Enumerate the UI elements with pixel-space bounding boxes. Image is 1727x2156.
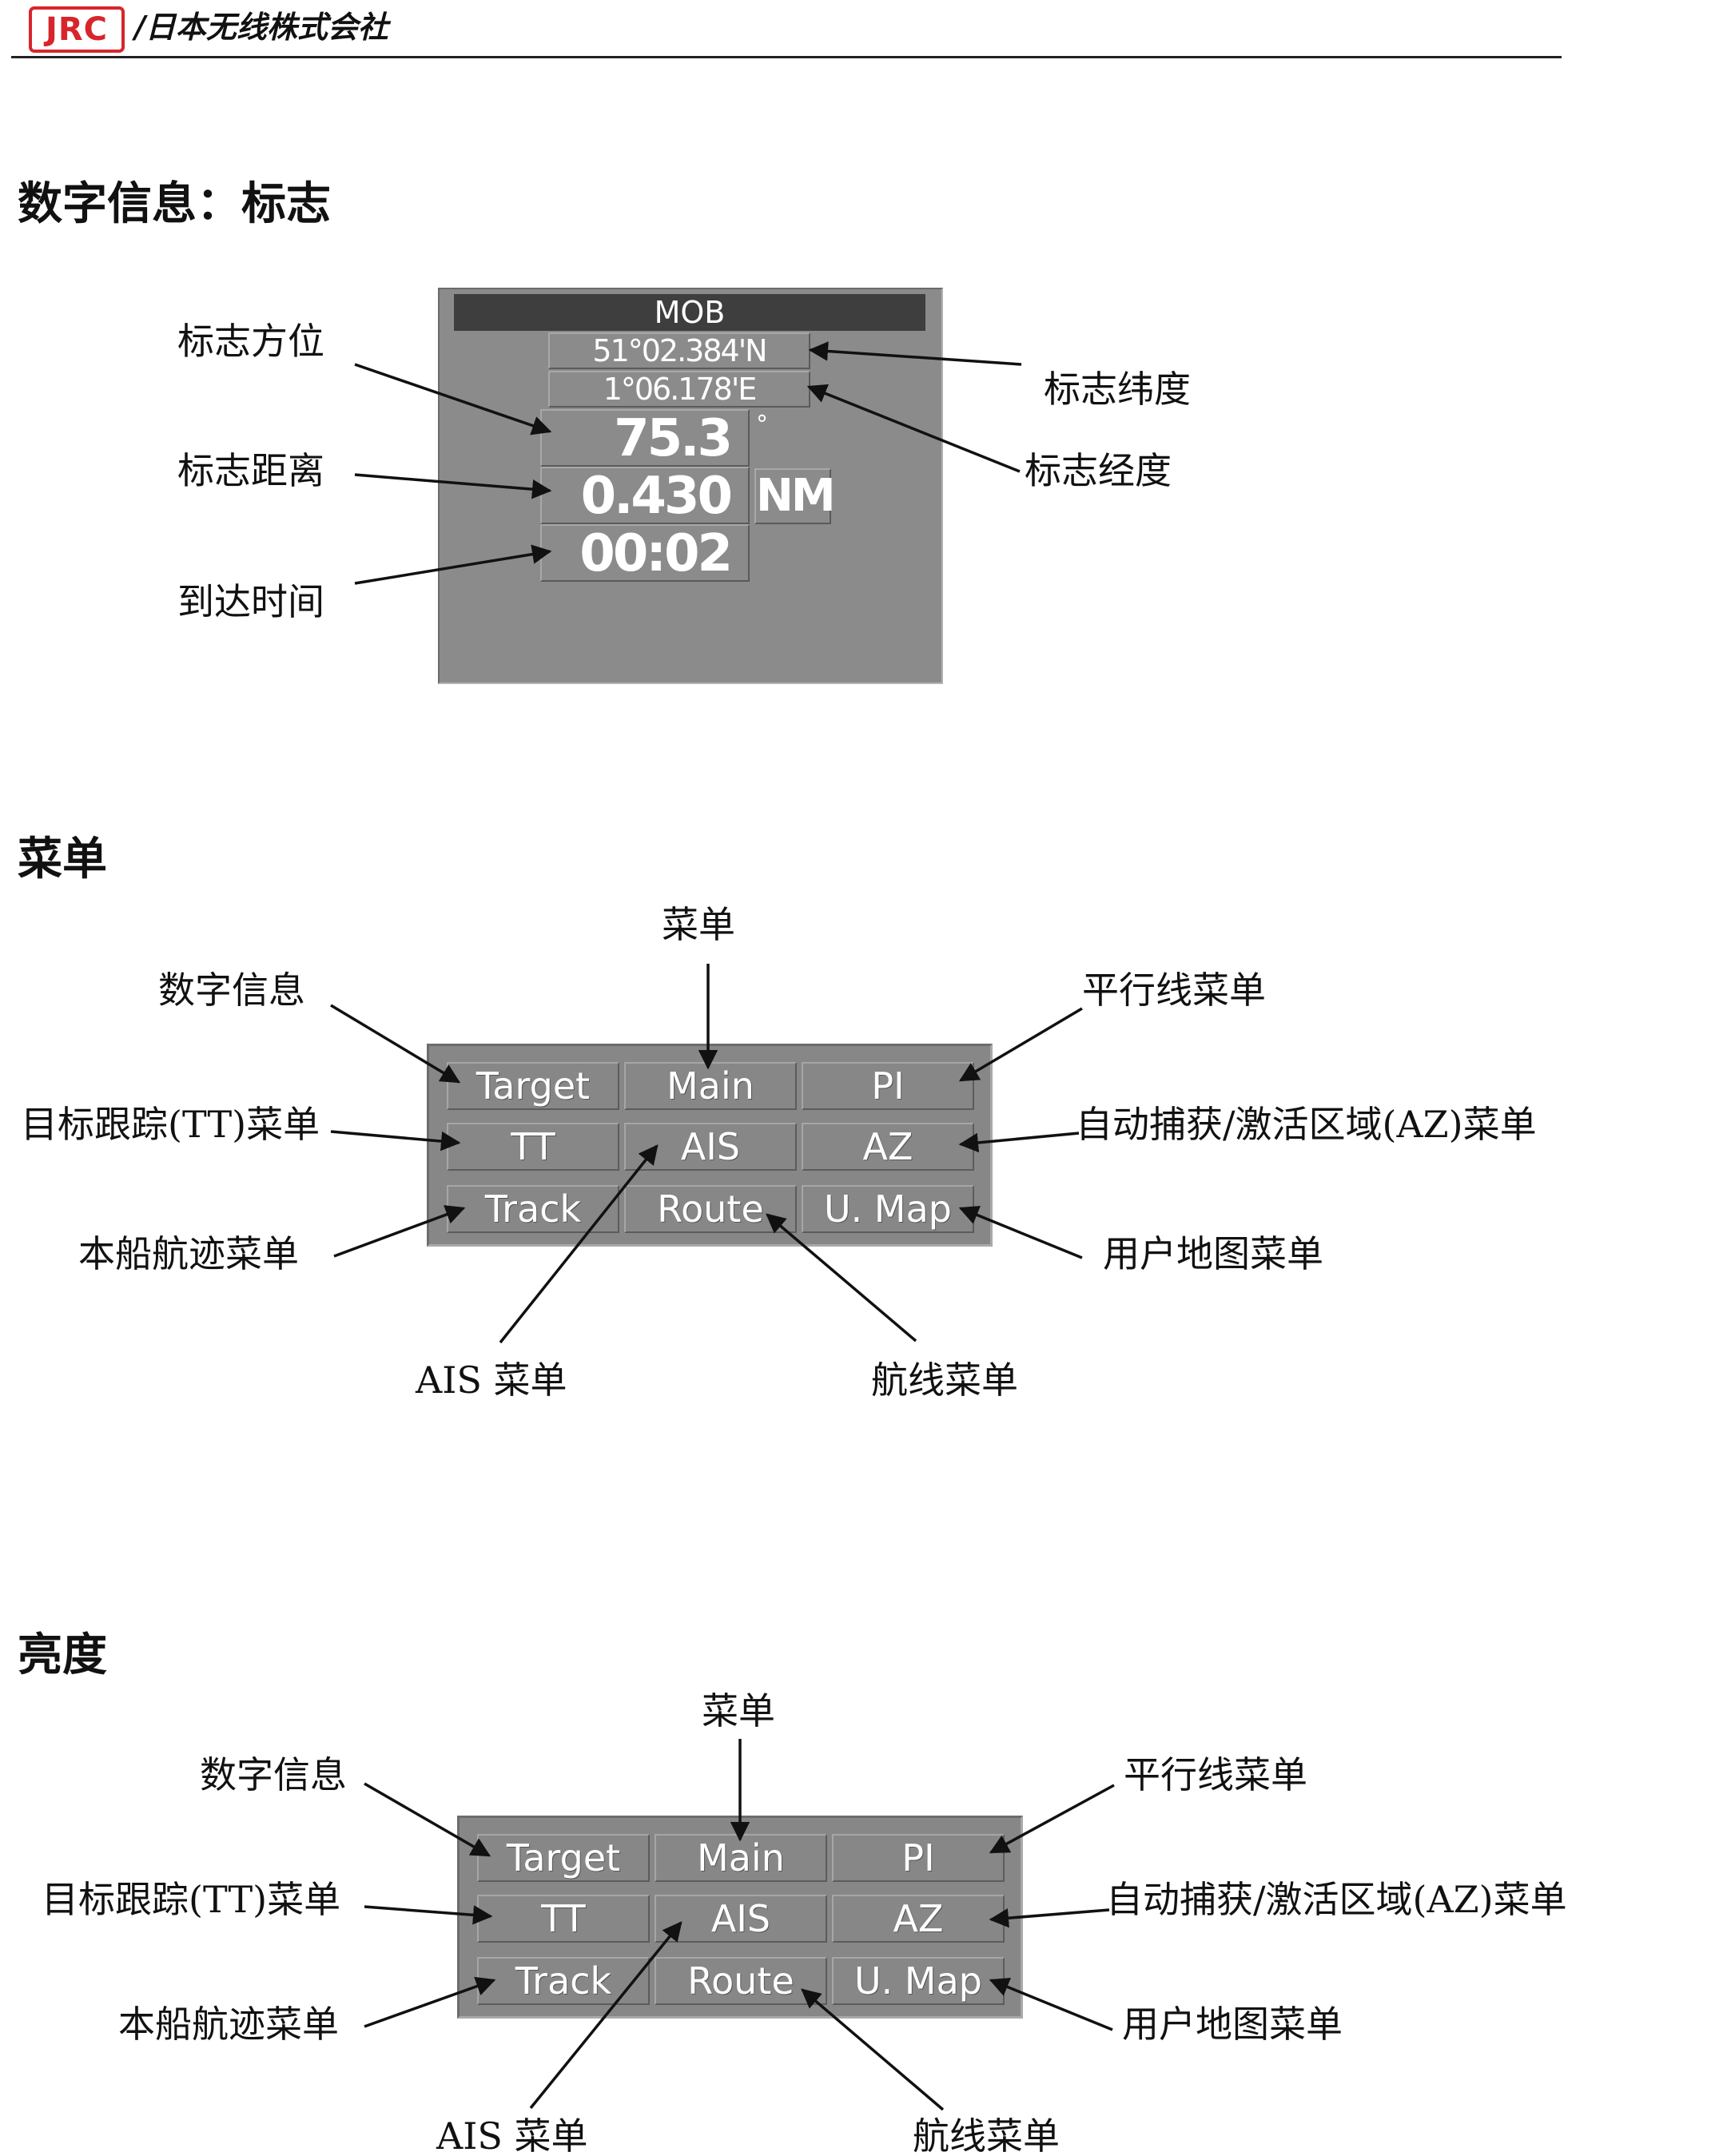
- umap-button[interactable]: U. Map: [802, 1185, 974, 1233]
- jrc-logo: JRC: [29, 6, 125, 53]
- pi-button[interactable]: PI: [832, 1834, 1005, 1882]
- track-button[interactable]: Track: [447, 1185, 619, 1233]
- label-parallel-menu: 平行线菜单: [1124, 1753, 1307, 1796]
- route-button[interactable]: Route: [655, 1957, 827, 2005]
- section-heading-brightness: 亮度: [18, 1629, 107, 1681]
- mob-longitude: 1°06.178'E: [548, 371, 810, 408]
- main-button[interactable]: Main: [655, 1834, 827, 1882]
- umap-button[interactable]: U. Map: [832, 1957, 1005, 2005]
- target-button[interactable]: Target: [447, 1062, 619, 1110]
- label-az-menu: 自动捕获/激活区域(AZ)菜单: [1076, 1103, 1537, 1146]
- label-umap-menu: 用户地图菜单: [1122, 2003, 1343, 2046]
- label-numeric-info: 数字信息: [200, 1753, 347, 1796]
- mob-bearing: 75.3: [540, 409, 750, 467]
- label-tt-menu: 目标跟踪(TT)菜单: [21, 1103, 320, 1146]
- mob-title: MOB: [454, 294, 925, 331]
- header-rule: [11, 56, 1562, 58]
- label-ais-menu: AIS 菜单: [416, 1358, 567, 1402]
- label-tt-menu: 目标跟踪(TT)菜单: [42, 1878, 341, 1921]
- company-name: /日本无线株式会社: [134, 9, 388, 45]
- label-numeric-info: 数字信息: [158, 969, 305, 1012]
- label-mob-bearing: 标志方位: [177, 320, 324, 363]
- label-track-menu: 本船航迹菜单: [78, 1232, 299, 1275]
- ais-button[interactable]: AIS: [655, 1895, 827, 1943]
- mob-time: 00:02: [540, 524, 750, 582]
- main-button[interactable]: Main: [624, 1062, 797, 1110]
- tt-button[interactable]: TT: [477, 1895, 650, 1943]
- label-mob-latitude: 标志纬度: [1044, 368, 1191, 411]
- az-button[interactable]: AZ: [832, 1895, 1005, 1943]
- label-mob-longitude: 标志经度: [1025, 449, 1172, 492]
- label-mob-distance: 标志距离: [177, 449, 324, 492]
- section-heading-mob: 数字信息：标志: [18, 177, 331, 230]
- label-track-menu: 本船航迹菜单: [118, 2003, 339, 2046]
- label-menu: 菜单: [702, 1689, 775, 1732]
- mob-distance-unit: NM: [754, 468, 836, 524]
- label-ais-menu: AIS 菜单: [436, 2114, 588, 2156]
- label-arrival-time: 到达时间: [177, 580, 324, 623]
- tt-button[interactable]: TT: [447, 1123, 619, 1171]
- target-button[interactable]: Target: [477, 1834, 650, 1882]
- mob-distance: 0.430: [540, 467, 750, 524]
- label-az-menu: 自动捕获/激活区域(AZ)菜单: [1106, 1878, 1567, 1921]
- label-route-menu: 航线菜单: [871, 1358, 1018, 1402]
- label-umap-menu: 用户地图菜单: [1103, 1232, 1323, 1275]
- brightness-menu-panel: Target Main PI TT AIS AZ Track Route U. …: [457, 1816, 1023, 2019]
- label-menu: 菜单: [662, 903, 735, 946]
- section-heading-menu: 菜单: [18, 833, 107, 885]
- label-parallel-menu: 平行线菜单: [1082, 969, 1266, 1012]
- label-route-menu: 航线菜单: [913, 2114, 1060, 2156]
- mob-bearing-unit: °: [756, 411, 768, 439]
- pi-button[interactable]: PI: [802, 1062, 974, 1110]
